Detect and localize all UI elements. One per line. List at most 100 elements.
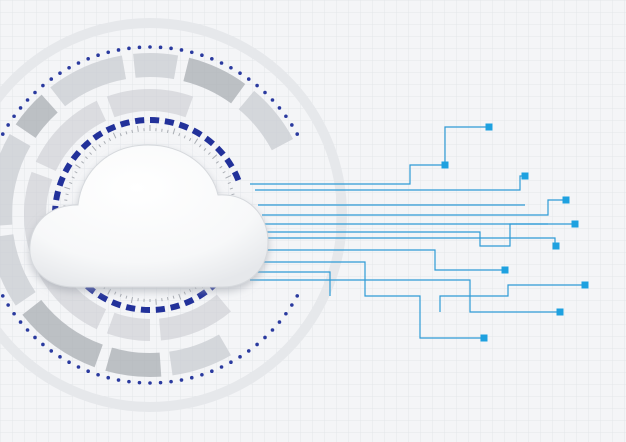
tick-mark bbox=[98, 144, 102, 148]
blue-dot bbox=[290, 123, 294, 127]
tick-mark bbox=[212, 154, 218, 160]
blue-dot bbox=[255, 342, 259, 347]
tick-mark bbox=[108, 137, 112, 142]
blue-dot bbox=[200, 53, 204, 58]
blue-dot bbox=[229, 65, 233, 70]
tick-mark bbox=[188, 288, 192, 293]
tick-mark bbox=[119, 133, 122, 137]
tech-rings bbox=[0, 18, 347, 412]
square-node-icon bbox=[480, 334, 488, 342]
blue-dot bbox=[238, 71, 242, 75]
blue-dot bbox=[158, 380, 163, 385]
blue-dot bbox=[295, 132, 300, 136]
blue-ring-segment bbox=[125, 304, 136, 312]
blue-dot bbox=[137, 45, 142, 50]
blue-ring-segment bbox=[178, 121, 190, 131]
blue-dot bbox=[263, 90, 267, 95]
blue-dot bbox=[58, 71, 62, 75]
square-node-icon bbox=[501, 266, 509, 274]
square-node-icon bbox=[556, 308, 564, 316]
blue-dot bbox=[106, 375, 111, 380]
blue-dot bbox=[219, 365, 224, 369]
blue-dot bbox=[0, 294, 5, 298]
tick-mark bbox=[207, 152, 211, 155]
outer-arc-segment bbox=[169, 334, 231, 376]
square-node-icon bbox=[521, 172, 529, 180]
tick-mark bbox=[198, 144, 202, 148]
blue-dot bbox=[179, 378, 184, 382]
blue-ring-segment bbox=[164, 118, 175, 126]
blue-dot bbox=[200, 372, 204, 377]
tick-mark bbox=[75, 164, 81, 169]
blue-dot bbox=[284, 311, 288, 316]
blue-dot bbox=[76, 365, 81, 369]
blue-dot bbox=[270, 328, 275, 332]
square-node-icon bbox=[571, 220, 579, 228]
tick-mark bbox=[71, 176, 75, 179]
tick-mark bbox=[107, 288, 112, 295]
cloud-icon bbox=[29, 144, 269, 288]
blue-dot bbox=[127, 46, 131, 51]
outer-arc-segment bbox=[50, 55, 127, 107]
tick-mark bbox=[81, 161, 85, 164]
outer-gray-arcs bbox=[0, 52, 294, 377]
blue-dot bbox=[290, 303, 294, 307]
blue-dot bbox=[6, 303, 10, 307]
blue-dot bbox=[148, 381, 152, 385]
blue-dot bbox=[295, 294, 300, 298]
blue-ring-segment bbox=[119, 119, 131, 128]
square-node-icon bbox=[485, 123, 493, 131]
blue-dot bbox=[169, 379, 173, 384]
blue-dot bbox=[179, 48, 184, 52]
outer-arc-segment bbox=[15, 94, 58, 138]
square-node-icon bbox=[581, 281, 589, 289]
blue-dot bbox=[25, 98, 30, 102]
blue-ring-segment bbox=[183, 296, 195, 307]
blue-dot bbox=[67, 65, 71, 70]
blue-dot bbox=[86, 369, 90, 373]
blue-ring-segment bbox=[204, 135, 215, 147]
blue-dot bbox=[58, 355, 62, 359]
blue-dot bbox=[169, 46, 173, 51]
tick-mark bbox=[89, 152, 93, 155]
blue-ring-segment bbox=[105, 123, 117, 134]
circuit-trace bbox=[258, 261, 484, 339]
tick-mark bbox=[183, 291, 186, 295]
blue-dot bbox=[210, 369, 214, 373]
blue-dot bbox=[148, 45, 152, 49]
blue-dot bbox=[33, 335, 37, 340]
blue-dot bbox=[219, 61, 224, 65]
outer-arc-segment bbox=[238, 90, 294, 151]
blue-dot bbox=[246, 77, 251, 81]
tick-mark bbox=[227, 181, 231, 184]
tick-mark bbox=[103, 140, 106, 145]
blue-ring-segment bbox=[231, 170, 242, 182]
blue-ring-segment bbox=[53, 190, 61, 201]
blue-dot bbox=[25, 328, 30, 332]
tick-mark bbox=[131, 129, 134, 133]
blue-dot bbox=[86, 57, 90, 61]
blue-ring-segment bbox=[140, 306, 150, 313]
blue-dot bbox=[12, 114, 16, 119]
blue-ring-segment bbox=[224, 157, 235, 169]
blue-ring-segment bbox=[191, 127, 203, 138]
circuit-trace bbox=[439, 284, 585, 312]
blue-ring-segment bbox=[97, 292, 109, 303]
blue-ring-segment bbox=[150, 117, 160, 124]
blue-ring-segment bbox=[215, 145, 226, 157]
tick-mark bbox=[125, 295, 128, 299]
middle-arc-segment bbox=[35, 100, 107, 172]
blue-dot bbox=[41, 342, 45, 347]
blue-ring-segment bbox=[80, 139, 92, 150]
outer-arc-segment bbox=[133, 52, 179, 80]
tick-mark bbox=[65, 193, 69, 196]
outer-arc-segment bbox=[0, 234, 36, 306]
tick-mark bbox=[85, 156, 88, 160]
blue-dot bbox=[49, 349, 54, 353]
blue-ring-segment bbox=[110, 299, 122, 309]
middle-arc-segment bbox=[106, 89, 194, 118]
blue-dot bbox=[76, 61, 81, 65]
tick-mark bbox=[166, 297, 169, 301]
blue-dot bbox=[270, 98, 275, 102]
tick-mark bbox=[219, 165, 223, 169]
